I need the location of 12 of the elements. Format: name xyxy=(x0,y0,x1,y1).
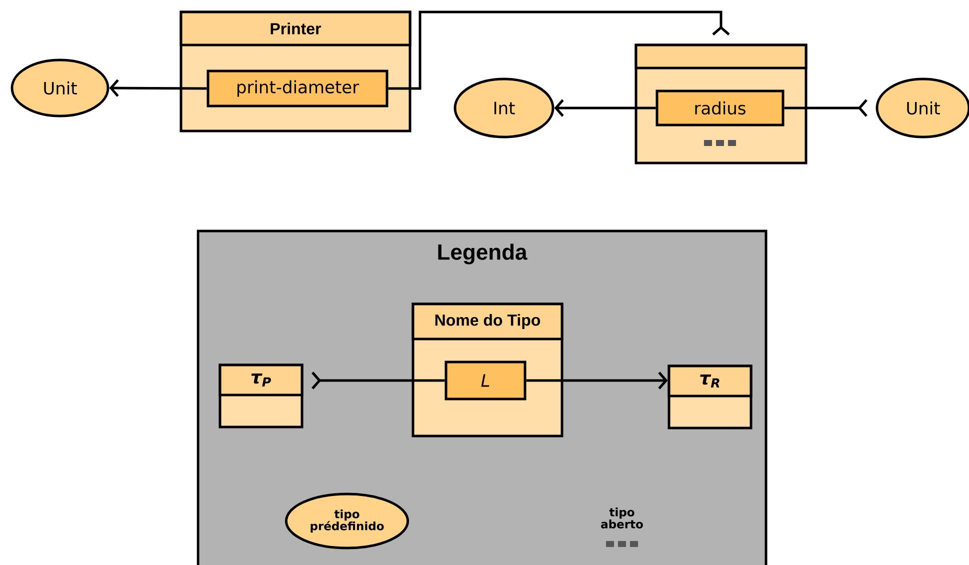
arrow xyxy=(554,99,656,117)
field-box: radius xyxy=(656,90,784,126)
field-box: L xyxy=(444,360,526,400)
arrow xyxy=(784,99,868,117)
arrow xyxy=(109,79,207,97)
arrow xyxy=(526,372,668,390)
arrow xyxy=(312,372,445,390)
type-box: τ$_{P}$ xyxy=(218,364,304,428)
note-text: tipo aberto xyxy=(601,508,643,528)
field-box: print-diameter xyxy=(206,70,388,108)
type-box: τ$_{R}$ xyxy=(668,364,752,430)
arrow xyxy=(388,10,730,90)
